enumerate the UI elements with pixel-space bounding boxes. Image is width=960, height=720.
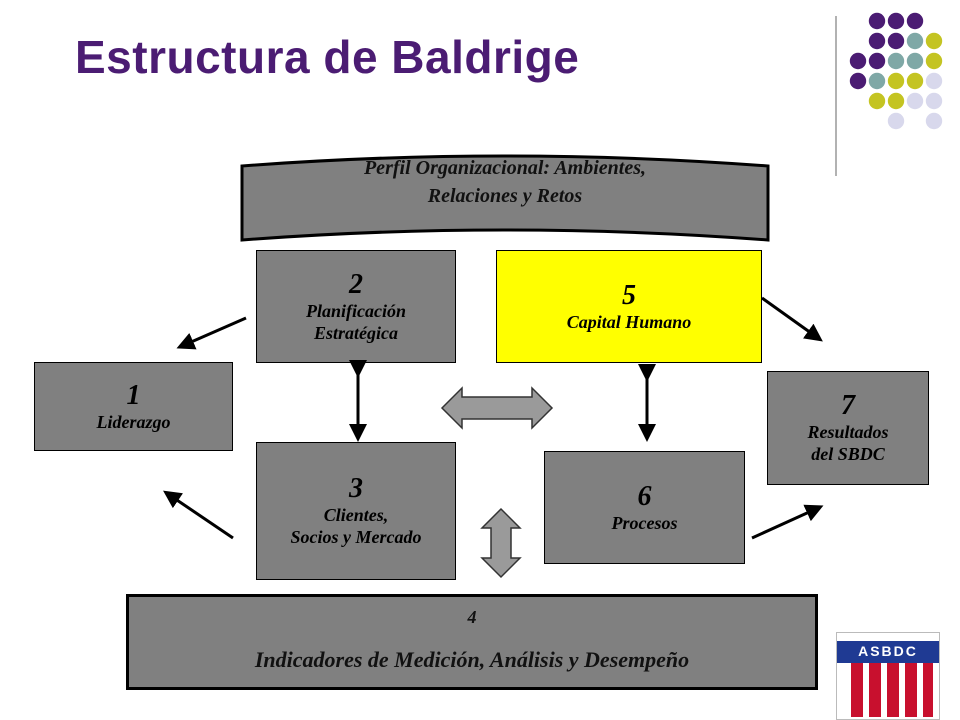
box-number: 2 bbox=[349, 268, 363, 300]
indicators-label: Indicadores de Medición, Análisis y Dese… bbox=[254, 647, 690, 672]
category-box-1-leadership: 1 Liderazgo bbox=[34, 362, 233, 451]
category-box-6-processes: 6 Procesos bbox=[544, 451, 745, 564]
profile-line-2: Relaciones y Retos bbox=[427, 185, 583, 207]
box-label: Liderazgo bbox=[96, 411, 171, 432]
asbdc-logo: ASBDC bbox=[836, 632, 940, 720]
category-box-7-results: 7 Resultados del SBDC bbox=[767, 371, 929, 485]
arrow-customers-to-leadership bbox=[163, 490, 234, 540]
block-arrow-vertical bbox=[480, 507, 522, 579]
box-label: Capital Humano bbox=[566, 311, 692, 332]
box-number: 6 bbox=[637, 480, 652, 512]
category-box-2-strategic-planning: 2 Planificación Estratégica bbox=[256, 250, 456, 363]
box-label: Estratégica bbox=[314, 322, 398, 343]
profile-banner-shape bbox=[240, 154, 770, 242]
box-label: Clientes, bbox=[323, 505, 389, 525]
category-box-3-customers: 3 Clientes, Socios y Mercado bbox=[256, 442, 456, 580]
organizational-profile-banner: Perfil Organizacional: Ambientes, Relaci… bbox=[240, 152, 770, 242]
block-arrow-horizontal bbox=[440, 386, 554, 430]
logo-text: ASBDC bbox=[858, 643, 918, 659]
box-number: 5 bbox=[622, 279, 636, 311]
box-label: Planificación bbox=[306, 300, 406, 321]
box-number: 7 bbox=[841, 390, 855, 421]
arrow-processes-to-results bbox=[751, 504, 824, 540]
box-number: 1 bbox=[126, 379, 141, 411]
page-title: Estructura de Baldrige bbox=[75, 31, 580, 83]
arrow-capital-to-results bbox=[761, 296, 823, 342]
profile-line-1: Perfil Organizacional: Ambientes, bbox=[363, 157, 647, 179]
indicators-box-4: 4 Indicadores de Medición, Análisis y De… bbox=[126, 594, 818, 690]
box-number: 3 bbox=[349, 473, 363, 504]
box-label: del SBDC bbox=[811, 444, 885, 464]
box-label: Resultados bbox=[807, 422, 889, 442]
box-label: Socios y Mercado bbox=[290, 527, 422, 547]
box-label: Procesos bbox=[611, 512, 678, 533]
category-box-5-human-capital: 5 Capital Humano bbox=[496, 250, 762, 363]
indicators-number: 4 bbox=[467, 607, 477, 627]
arrow-planning-to-leadership bbox=[176, 316, 247, 350]
